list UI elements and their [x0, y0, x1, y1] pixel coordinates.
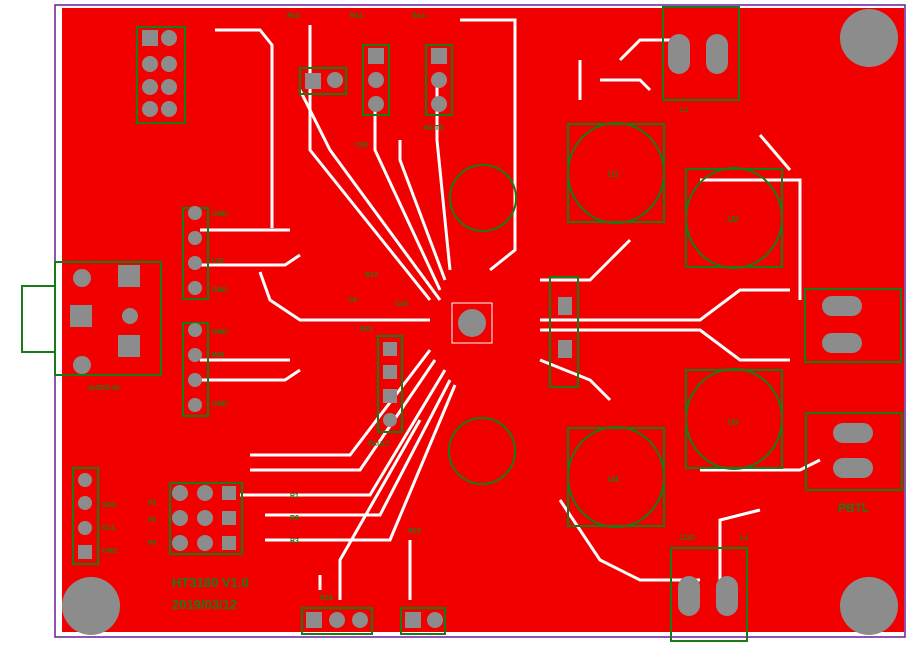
mount-hole-top-right — [840, 9, 898, 67]
label-r3: R3 — [290, 538, 299, 545]
label-r12: R12 — [350, 13, 363, 20]
main-ic — [451, 302, 493, 344]
label-r15: R15 — [360, 326, 373, 333]
label-p1: P1 — [148, 500, 157, 507]
silk-labels: HT3180 V1.0 2019/03/12 U1 U2 U3 U4 PBTL … — [88, 13, 869, 612]
label-mute: MUTE — [424, 125, 444, 132]
label-u4: U4 — [608, 475, 619, 484]
silkscreen — [21, 6, 903, 642]
label-board-date: 2019/03/12 — [172, 597, 237, 612]
label-gnd-5: GND — [102, 548, 118, 555]
mount-hole-bottom-right — [840, 577, 898, 635]
mount-hole-bottom-left — [62, 577, 120, 635]
label-ldo: LDO — [680, 535, 695, 542]
label-scl: SCL — [102, 525, 117, 532]
pads — [70, 30, 873, 628]
label-pbtl: PBTL — [838, 501, 869, 515]
label-r1: R1 — [290, 493, 299, 500]
label-gnd-1: GND — [212, 211, 228, 218]
label-l1: L1 — [680, 107, 688, 114]
label-fault: FAULT — [368, 441, 391, 448]
label-rin: RIN — [212, 352, 224, 359]
label-c10: C10 — [395, 301, 408, 308]
label-r2: R2 — [290, 515, 299, 522]
label-audio-in: AUDIO IN — [88, 385, 120, 392]
traces — [200, 18, 821, 600]
label-lin: LIN — [212, 258, 223, 265]
label-u2: U2 — [728, 215, 739, 224]
label-c33: C33 — [355, 142, 368, 149]
label-sda: SDA — [102, 502, 117, 509]
label-u1: U1 — [608, 170, 619, 179]
label-gnd-2: GND — [212, 287, 228, 294]
label-c6: C6 — [348, 297, 357, 304]
label-r19: R19 — [408, 528, 421, 535]
label-u3: U3 — [728, 418, 739, 427]
label-gnd-4: GND — [212, 401, 228, 408]
label-board-title: HT3180 V1.0 — [172, 575, 249, 590]
label-r13: R13 — [287, 13, 300, 20]
label-gnd-3: GND — [212, 329, 228, 336]
label-l4: L4 — [740, 535, 748, 542]
label-r14: R14 — [412, 13, 425, 20]
label-p2: P2 — [148, 517, 157, 524]
label-p3: P3 — [148, 540, 157, 547]
label-r17: R17 — [365, 272, 378, 279]
label-r18: R18 — [320, 595, 333, 602]
